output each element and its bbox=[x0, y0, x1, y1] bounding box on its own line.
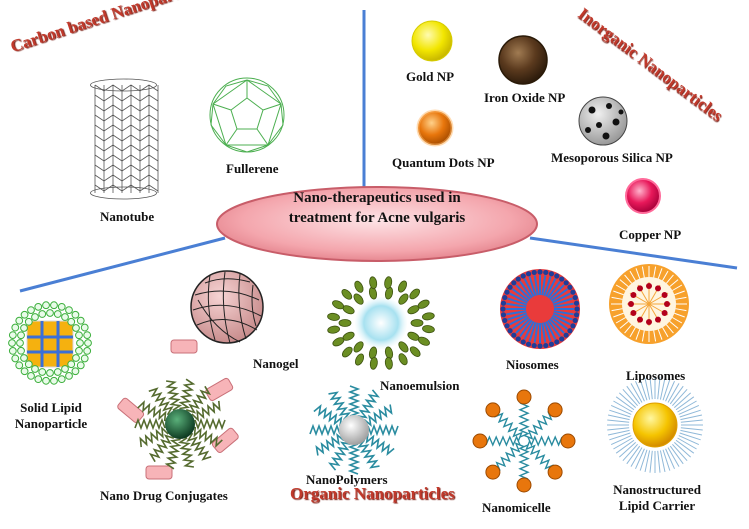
iron-oxide-np-icon bbox=[498, 35, 548, 85]
connector-right bbox=[529, 236, 738, 270]
center-ellipse bbox=[216, 186, 538, 262]
nanogel-icon bbox=[190, 270, 264, 344]
center-title: Nano-therapeutics used in treatment for … bbox=[218, 188, 536, 229]
quantum-dots-np-icon bbox=[416, 109, 454, 147]
connector-lines bbox=[19, 10, 738, 293]
label-solid-lipid-line-2: Nanoparticle bbox=[14, 415, 88, 431]
label-nanoemulsion: Nanoemulsion bbox=[380, 378, 460, 393]
label-niosomes: Niosomes bbox=[506, 357, 559, 372]
label-nanostructured-lipid-carrier: Nanostructured Lipid Carrier bbox=[602, 482, 712, 513]
label-gold-np: Gold NP bbox=[406, 69, 455, 84]
nanoemulsion-icon bbox=[327, 276, 435, 370]
label-nanomicelle: Nanomicelle bbox=[482, 500, 551, 515]
liposomes-icon bbox=[609, 264, 689, 344]
nanomicelle-icon bbox=[472, 389, 576, 493]
center-title-line-2: treatment for Acne vulgaris bbox=[288, 210, 466, 227]
nanopolymers-icon bbox=[309, 385, 399, 475]
label-liposomes: Liposomes bbox=[626, 368, 686, 383]
label-fullerene: Fullerene bbox=[226, 161, 279, 176]
label-copper-np: Copper NP bbox=[619, 227, 682, 242]
category-organic-title: Organic Nanoparticles bbox=[290, 484, 455, 503]
copper-np-icon bbox=[625, 178, 661, 214]
label-nlc-line-2: Lipid Carrier bbox=[618, 497, 696, 513]
nano-drug-conjugates-icon bbox=[117, 339, 239, 480]
fullerene-icon bbox=[209, 77, 285, 153]
label-nanogel: Nanogel bbox=[253, 356, 299, 371]
label-solid-lipid-nanoparticle: Solid Lipid Nanoparticle bbox=[6, 400, 96, 431]
mesoporous-silica-np-icon bbox=[578, 96, 628, 146]
label-nano-drug-conjugates: Nano Drug Conjugates bbox=[100, 488, 228, 503]
label-nlc-line-1: Nanostructured bbox=[613, 482, 701, 497]
label-solid-lipid-line-1: Solid Lipid bbox=[20, 400, 82, 415]
nanotube-icon bbox=[90, 78, 159, 200]
label-mesoporous-silica-np: Mesoporous Silica NP bbox=[551, 150, 673, 165]
connector-left bbox=[19, 236, 226, 293]
label-quantum-dots-np: Quantum Dots NP bbox=[392, 155, 495, 170]
label-nanotube: Nanotube bbox=[100, 209, 155, 224]
label-nanopolymers: NanoPolymers bbox=[306, 472, 388, 487]
label-iron-oxide-np: Iron Oxide NP bbox=[484, 90, 566, 105]
center-title-line-1: Nano-therapeutics used in bbox=[293, 190, 461, 206]
niosomes-icon bbox=[500, 269, 580, 349]
solid-lipid-nanoparticle-icon bbox=[8, 301, 92, 385]
gold-np-icon bbox=[411, 20, 453, 62]
nanostructured-lipid-carrier-icon bbox=[607, 377, 703, 473]
